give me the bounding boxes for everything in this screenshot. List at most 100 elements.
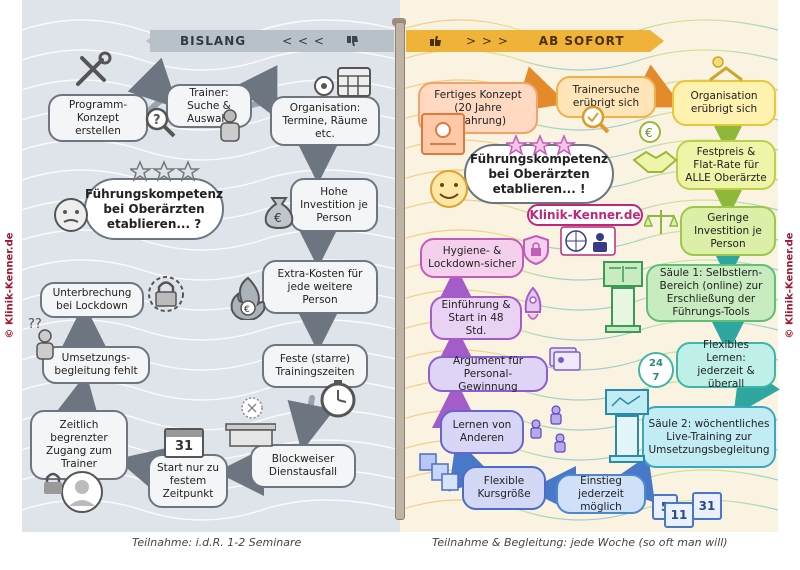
- right-step-7-text: Flexibles Lernen: jederzeit & überall: [697, 339, 755, 390]
- right-step-9-text: Einstieg jederzeit möglich: [578, 474, 624, 513]
- left-step-8: Start nur zu festem Zeitpunkt: [148, 454, 228, 508]
- calendar-day-11-icon: 11: [664, 502, 694, 528]
- right-thought-text: Führungskompetenz bei Oberärzten etablie…: [470, 151, 608, 196]
- banner-ab-sofort-point: [650, 30, 664, 52]
- right-step-13-text: Einführung & Start in 48 Std.: [441, 298, 511, 337]
- smiley-face-icon: [430, 170, 468, 208]
- left-step-4-text: Hohe Investition je Person: [300, 185, 368, 224]
- scales-icon: [644, 210, 678, 234]
- left-thought-bubble: Führungskompetenz bei Oberärzten etablie…: [84, 178, 224, 240]
- left-step-2: Trainer: Suche & Auswahl: [166, 84, 252, 128]
- right-step-11-text: Lernen von Anderen: [452, 419, 512, 444]
- left-thought-text: Führungskompetenz bei Oberärzten etablie…: [85, 186, 223, 231]
- shield-lock-icon: [523, 234, 549, 266]
- left-step-1-text: Programm-Konzept erstellen: [68, 98, 128, 137]
- right-step-5-text: Geringe Investition je Person: [694, 211, 762, 250]
- calendar-icon: 31: [164, 428, 204, 458]
- banner-bislang-title: BISLANG: [180, 34, 247, 48]
- clock-digits-days: 7: [652, 372, 660, 383]
- right-step-11: Lernen von Anderen: [440, 410, 524, 454]
- left-step-2-text: Trainer: Suche & Auswahl: [187, 86, 231, 125]
- left-step-6-text: Feste (starre) Trainingszeiten: [275, 353, 355, 378]
- learners-group-icon: [530, 405, 566, 453]
- question-magnifier-icon: ?: [145, 107, 176, 138]
- rating-stars-color-icon: [506, 134, 576, 156]
- trainer-person-icon: [220, 109, 240, 142]
- banner-ab-sofort: > > > AB SOFORT: [406, 30, 650, 52]
- pillar-whiteboard-icon: [605, 389, 649, 463]
- left-step-9-text: Zeitlich begrenzter Zugang zum Trainer: [46, 419, 112, 470]
- right-thought-bubble: Führungskompetenz bei Oberärzten etablie…: [464, 144, 614, 204]
- relaxing-person-icon: [709, 56, 743, 82]
- left-step-10-text: Umsetzungs-begleitung fehlt: [54, 352, 138, 377]
- calendar-day-31-icon: 31: [692, 492, 722, 520]
- right-step-2: Trainersuche erübrigt sich: [556, 76, 656, 118]
- right-step-8: Säule 2: wöchentliches Live-Training zur…: [642, 406, 776, 468]
- virus-padlock-icon: [148, 276, 184, 312]
- rating-stars-icon: [130, 160, 200, 182]
- left-step-3-text: Organisation: Termine, Räume etc.: [282, 101, 368, 140]
- right-step-7: Flexibles Lernen: jederzeit & überall: [676, 339, 776, 390]
- left-step-1: Programm-Konzept erstellen: [48, 94, 148, 142]
- banner-ab-sofort-arrows: > > >: [466, 34, 509, 48]
- banner-bislang-point: [146, 30, 160, 52]
- right-step-8-text: Säule 2: wöchentliches Live-Training zur…: [648, 417, 770, 456]
- right-step-6: Säule 1: Selbstlern-Bereich (online) zur…: [646, 264, 776, 322]
- svg-text:€: €: [274, 211, 282, 225]
- right-step-14: Hygiene- & Lockdown-sicher: [420, 238, 524, 278]
- right-step-3: Organisation erübrigt sich: [672, 80, 776, 126]
- footer-left: Teilnahme: i.d.R. 1-2 Seminare: [132, 536, 301, 549]
- brand-text: Klinik-Kenner.de: [529, 208, 641, 222]
- thumb-down-icon: [346, 36, 358, 46]
- left-step-7: Blockweiser Dienstausfall: [250, 444, 356, 488]
- right-step-12-text: Argument für Personal-Gewinnung: [452, 354, 524, 393]
- left-step-5: Extra-Kosten für jede weitere Person: [262, 260, 378, 314]
- confused-person-icon: ??: [28, 317, 54, 360]
- left-step-3: Organisation: Termine, Räume etc.: [270, 96, 380, 146]
- footer-right: Teilnahme & Begleitung: jede Woche (so o…: [432, 536, 728, 549]
- left-step-5-text: Extra-Kosten für jede weitere Person: [277, 267, 363, 306]
- left-step-11-text: Unterbrechung bei Lockdown: [52, 287, 132, 312]
- right-step-10: Flexible Kursgröße: [462, 466, 546, 510]
- left-step-4: Hohe Investition je Person: [290, 178, 378, 232]
- divider-pole: [395, 22, 405, 520]
- euro-coin-icon: €: [639, 121, 661, 143]
- padlock-small-icon: [44, 472, 62, 494]
- thumb-up-icon: [430, 36, 441, 46]
- right-step-2-text: Trainersuche erübrigt sich: [572, 84, 640, 109]
- left-step-10: Umsetzungs-begleitung fehlt: [42, 346, 150, 384]
- money-bag-icon: €: [264, 197, 294, 230]
- banner-ab-sofort-title: AB SOFORT: [538, 34, 625, 48]
- rocket-icon: [524, 286, 542, 320]
- right-step-6-text: Säule 1: Selbstlern-Bereich (online) zur…: [659, 267, 763, 318]
- left-step-6: Feste (starre) Trainingszeiten: [262, 344, 368, 388]
- svg-text:€: €: [244, 305, 250, 315]
- certificate-icon: [421, 113, 465, 155]
- right-step-12: Argument für Personal-Gewinnung: [428, 354, 548, 393]
- stacked-squares-icon: [419, 453, 459, 491]
- svg-text:??: ??: [28, 317, 42, 332]
- calendar-day: 31: [174, 439, 194, 454]
- calendar-header: [166, 430, 202, 437]
- trainer-avatar-icon: [61, 471, 103, 513]
- right-step-4: Festpreis & Flat-Rate für ALLE Oberärzte: [676, 140, 776, 190]
- right-step-10-text: Flexible Kursgröße: [477, 475, 531, 500]
- globe-person-icon: [560, 226, 616, 256]
- check-magnifier-icon: [581, 105, 610, 134]
- svg-text:?: ?: [153, 113, 161, 128]
- brand-label: Klinik-Kenner.de: [527, 204, 643, 226]
- right-step-14-text: Hygiene- & Lockdown-sicher: [428, 245, 516, 270]
- footer-right-text: Teilnahme & Begleitung: jede Woche (so o…: [432, 536, 728, 549]
- right-step-13: Einführung & Start in 48 Std.: [430, 296, 522, 340]
- thinking-face-icon: [54, 198, 88, 232]
- banner-bislang-arrows: < < <: [282, 34, 325, 48]
- left-step-7-text: Blockweiser Dienstausfall: [268, 453, 338, 478]
- empty-desk-icon: [225, 397, 276, 447]
- right-step-3-text: Organisation erübrigt sich: [690, 90, 758, 115]
- location-pin-icon: [314, 76, 334, 96]
- left-step-11: Unterbrechung bei Lockdown: [40, 282, 144, 318]
- clock-digits-hours: 24: [649, 358, 663, 369]
- pillar-book-icon: [603, 261, 643, 333]
- calendar-grid-icon: [337, 67, 371, 97]
